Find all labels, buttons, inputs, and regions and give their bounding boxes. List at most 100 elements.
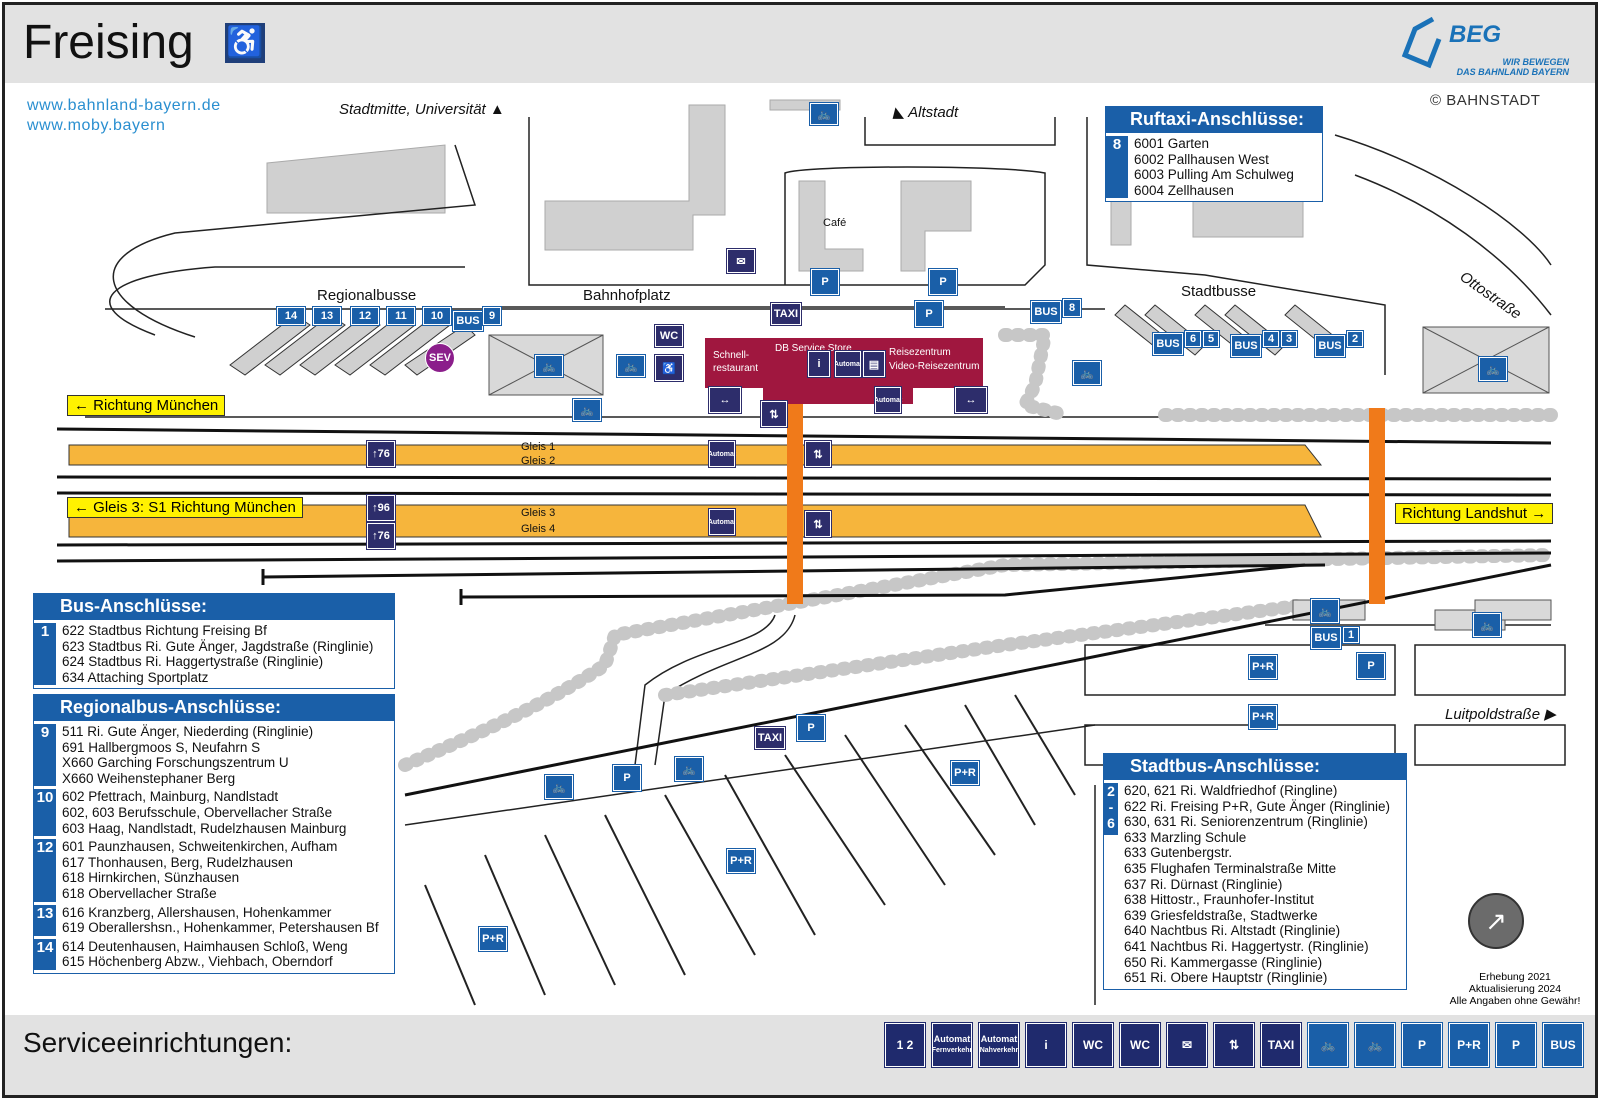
parking-stall xyxy=(724,774,816,936)
brand-slogan-1: WIR BEWEGEN xyxy=(1502,57,1570,67)
gleis-2-label: Gleis 2 xyxy=(521,455,556,467)
road xyxy=(634,614,776,766)
stadtbus-group-num: 2 - 6 xyxy=(1104,783,1118,835)
accessible-wc-icon: ♿ xyxy=(654,354,684,382)
bay-8-badge: 8 xyxy=(1062,298,1082,318)
hedge xyxy=(398,548,1558,772)
direction-richtung-muenchen-text: Richtung München xyxy=(93,397,219,414)
building xyxy=(544,104,726,251)
regionalbus-line: 602, 603 Berufsschule, Obervellacher Str… xyxy=(62,804,333,820)
bike-parking-icon: 🚲 xyxy=(1072,360,1102,386)
link-bahnland[interactable]: www.bahnland-bayern.de xyxy=(27,97,221,114)
park-and-ride-icon: P+R xyxy=(726,848,756,874)
info-point-icon: i xyxy=(807,350,831,378)
park-and-ride-icon-label: P+R xyxy=(1457,1038,1481,1052)
regionalbus-line: 619 Oberallershsn., Hohenkammer, Petersh… xyxy=(62,920,379,936)
ruftaxi-line: 6001 Garten xyxy=(1134,136,1210,151)
bus-bay-13 xyxy=(264,314,346,376)
accessible-parking-icon-label: P xyxy=(1417,1038,1426,1052)
siding xyxy=(460,563,1306,599)
track xyxy=(404,563,1552,797)
parking-stall xyxy=(904,724,996,856)
road xyxy=(528,117,1046,286)
direction-richtung-landshut-text: Richtung Landshut xyxy=(1402,505,1528,522)
wc-icon-label: WC xyxy=(1130,1038,1150,1052)
sev-icon: SEV xyxy=(425,343,455,373)
stadtbus-line: 622 Ri. Freising P+R, Gute Änger (Ringli… xyxy=(1124,798,1390,814)
regionalbus-anschluesse-title: Regionalbus-Anschlüsse: xyxy=(34,695,394,721)
parking-row xyxy=(1414,644,1566,696)
lift-76-number: 76 xyxy=(377,448,390,460)
post-icon-label: ✉ xyxy=(1181,1038,1193,1052)
bay-14-badge: 14 xyxy=(276,306,306,326)
park-and-ride-icon: P+R xyxy=(478,926,508,952)
footbridge-west xyxy=(787,404,803,604)
ticket-machine-icon: Automat xyxy=(708,508,736,536)
road xyxy=(1086,117,1386,375)
bus-icon: BUS xyxy=(1030,300,1062,324)
regionalbus-group-num: 13 xyxy=(34,904,56,936)
regionalbus-group-num: 12 xyxy=(34,839,56,902)
bike-icon-label: 🚲 xyxy=(1367,1038,1383,1052)
bus-bay-12 xyxy=(299,314,381,376)
direction-gleis3-s1-text: Gleis 3: S1 Richtung München xyxy=(93,499,296,516)
ticket-machine-long-distance-icon-label: Automat xyxy=(933,1034,971,1044)
beg-logo: BEG WIR BEWEGEN DAS BAHNLAND BAYERN xyxy=(1399,13,1569,79)
building xyxy=(1192,200,1304,238)
lift-76-number: 76 xyxy=(377,530,390,542)
short-term-parking-icon: P xyxy=(1495,1022,1537,1068)
stadtbus-line: 633 Marzling Schule xyxy=(1124,829,1247,845)
elevator-icon: ⇅ xyxy=(760,400,788,428)
road xyxy=(109,266,465,336)
ruftaxi-group-num: 8 xyxy=(1106,136,1128,199)
ruftaxi-line: 6002 Pallhausen West xyxy=(1134,151,1269,167)
park-and-ride-icon: P+R xyxy=(1248,654,1278,680)
stadtbus-line: 638 Hittostr., Fraunhofer-Institut xyxy=(1124,892,1314,908)
info-point-icon-label: i xyxy=(1044,1038,1048,1052)
road xyxy=(1354,174,1552,316)
bike-parking-icon: 🚲 xyxy=(534,354,564,378)
building xyxy=(798,180,864,272)
erhebung: Erhebung 2021 xyxy=(1479,971,1551,983)
regionalbus-line: 603 Haag, Nandlstadt, Rudelzhausen Mainb… xyxy=(62,820,347,836)
bike-parking-icon-label: 🚲 xyxy=(1320,1038,1336,1052)
elevator-icon: ⇅ xyxy=(1213,1022,1255,1068)
exit-arrows-icon: ↔ xyxy=(708,386,742,414)
parking-stall xyxy=(484,854,546,996)
direction-stadtmitte: Stadtmitte, Universität ▲ xyxy=(339,101,505,118)
ticket-machine-regional-icon-sublabel: Nahverkehr xyxy=(979,1047,1019,1054)
bus-icon: BUS xyxy=(1230,334,1262,358)
road xyxy=(1334,134,1552,266)
short-term-parking-icon-label: P xyxy=(1511,1038,1520,1052)
stadtbus-line: 650 Ri. Kammergasse (Ringlinie) xyxy=(1124,954,1323,970)
short-term-parking-icon: P xyxy=(928,268,958,296)
north-arrow-icon: ↗ xyxy=(1468,893,1524,949)
ruftaxi-line: 6004 Zellhausen xyxy=(1134,182,1234,198)
link-moby[interactable]: www.moby.bayern xyxy=(27,117,166,134)
road xyxy=(404,724,1096,826)
parking-row xyxy=(1414,724,1566,766)
bay-1-badge: 1 xyxy=(1342,626,1360,644)
info-point-icon: i xyxy=(1025,1022,1067,1068)
taxi-icon-label: TAXI xyxy=(1267,1038,1295,1052)
wc-icon: WC xyxy=(1119,1022,1161,1068)
ticket-machine-icon: 1 2 xyxy=(884,1022,926,1068)
survey-info: Erhebung 2021 Aktualisierung 2024 Alle A… xyxy=(1435,971,1595,1007)
store-video-reisezentrum: Video-Reisezentrum xyxy=(889,361,980,372)
road xyxy=(112,144,477,338)
brand-name: BEG xyxy=(1449,21,1502,48)
lift-76-icon: ↑76 xyxy=(366,440,396,468)
street-luitpoldstrasse-text: Luitpoldstraße xyxy=(1445,706,1541,723)
store-reisezentrum: Reisezentrum xyxy=(889,347,951,358)
bay-2-badge: 2 xyxy=(1346,330,1364,348)
park-and-ride-icon: P+R xyxy=(950,760,980,786)
ruftaxi-group: 8 6001 Garten 6002 Pallhausen West 6003 … xyxy=(1106,136,1322,199)
regionalbus-group: 12 601 Paunzhausen, Schweitenkirchen, Au… xyxy=(34,839,394,902)
parking-stall xyxy=(964,704,1036,826)
bay-13-badge: 13 xyxy=(312,306,342,326)
regionalbus-line: 616 Kranzberg, Allershausen, Hohenkammer xyxy=(62,904,332,920)
cafe-label: Café xyxy=(823,217,847,229)
bus-line: 623 Stadtbus Ri. Gute Änger, Jagdstraße … xyxy=(62,638,374,654)
